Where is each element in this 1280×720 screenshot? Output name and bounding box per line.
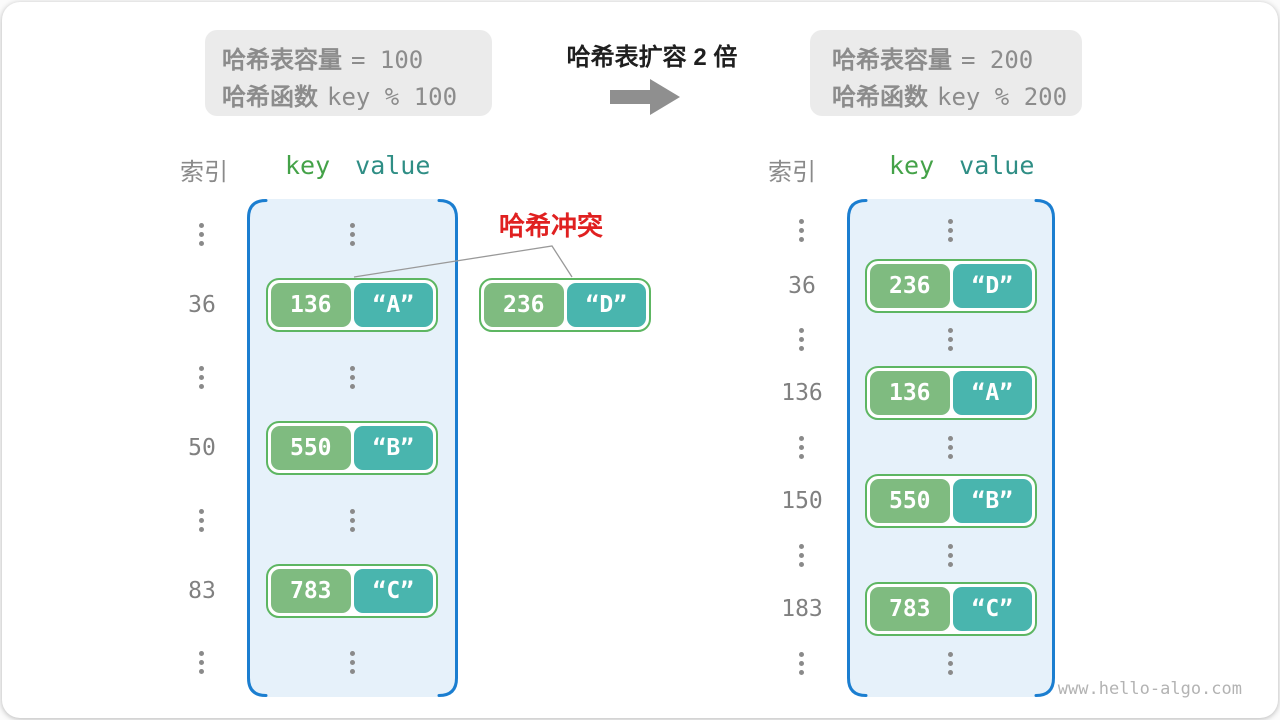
before-capacity-box: 哈希表容量 = 100 哈希函数 key % 100 (205, 30, 492, 116)
index-header: 索引 (180, 159, 228, 186)
vertical-ellipsis-icon (948, 219, 953, 242)
vertical-ellipsis-icon (948, 328, 953, 351)
watermark: www.hello-algo.com (1057, 679, 1242, 699)
capacity-line: 哈希表容量 = 200 (832, 42, 1082, 79)
vertical-ellipsis-icon (948, 436, 953, 459)
vertical-ellipsis-icon (350, 366, 355, 389)
bucket-pair: 136 “A” (865, 366, 1037, 420)
vertical-ellipsis-icon (350, 509, 355, 532)
left-hash-table-border (247, 199, 458, 697)
key-box: 783 (870, 587, 950, 631)
key-box: 783 (271, 569, 351, 613)
value-header: value (355, 151, 431, 180)
vertical-ellipsis-icon (948, 544, 953, 567)
bucket-pair: 783 “C” (865, 582, 1037, 636)
vertical-ellipsis-icon (199, 366, 204, 389)
value-box: “B” (952, 479, 1032, 523)
value-box: “D” (566, 283, 646, 327)
key-box: 236 (484, 283, 564, 327)
right-arrow-icon (610, 79, 680, 115)
collision-label: 哈希冲突 (498, 211, 603, 241)
index-header: 索引 (768, 159, 816, 186)
key-header: key (889, 151, 935, 180)
capacity-label: 哈希表容量 (222, 47, 342, 74)
key-value-header: key value (889, 151, 1034, 180)
expand-title: 哈希表扩容 2 倍 (566, 44, 738, 71)
index-label: 50 (188, 435, 216, 461)
index-label: 36 (188, 292, 216, 318)
vertical-ellipsis-icon (799, 328, 804, 351)
hash-function-line: 哈希函数 key % 200 (832, 79, 1082, 116)
value-box: “C” (952, 587, 1032, 631)
key-box: 236 (870, 264, 950, 308)
vertical-ellipsis-icon (199, 509, 204, 532)
vertical-ellipsis-icon (799, 652, 804, 675)
value-box: “A” (353, 283, 433, 327)
hash-function-label: 哈希函数 (832, 84, 928, 111)
after-capacity-box: 哈希表容量 = 200 哈希函数 key % 200 (810, 30, 1082, 116)
key-header: key (285, 151, 331, 180)
hash-function-value: key % 200 (937, 83, 1068, 111)
capacity-value: = 200 (961, 46, 1034, 74)
value-header: value (959, 151, 1035, 180)
value-box: “A” (952, 371, 1032, 415)
index-label: 136 (781, 380, 823, 406)
bucket-pair: 136 “A” (266, 278, 438, 332)
key-value-header: key value (285, 151, 430, 180)
key-box: 550 (271, 426, 351, 470)
bucket-pair: 550 “B” (865, 474, 1037, 528)
hash-function-value: key % 100 (327, 83, 458, 111)
capacity-line: 哈希表容量 = 100 (222, 42, 492, 79)
vertical-ellipsis-icon (350, 223, 355, 246)
capacity-value: = 100 (351, 46, 424, 74)
vertical-ellipsis-icon (799, 544, 804, 567)
vertical-ellipsis-icon (948, 652, 953, 675)
index-label: 150 (781, 488, 823, 514)
key-box: 136 (870, 371, 950, 415)
vertical-ellipsis-icon (199, 223, 204, 246)
vertical-ellipsis-icon (350, 651, 355, 674)
hash-function-line: 哈希函数 key % 100 (222, 79, 492, 116)
key-box: 550 (870, 479, 950, 523)
collision-connector-lines (353, 245, 573, 278)
colliding-bucket-pair: 236 “D” (479, 278, 651, 332)
bucket-pair: 550 “B” (266, 421, 438, 475)
vertical-ellipsis-icon (799, 436, 804, 459)
right-hash-table-border (847, 199, 1055, 697)
bucket-pair: 236 “D” (865, 259, 1037, 313)
bucket-pair: 783 “C” (266, 564, 438, 618)
vertical-ellipsis-icon (799, 219, 804, 242)
key-box: 136 (271, 283, 351, 327)
value-box: “C” (353, 569, 433, 613)
index-label: 83 (188, 578, 216, 604)
value-box: “B” (353, 426, 433, 470)
vertical-ellipsis-icon (199, 651, 204, 674)
index-label: 36 (788, 273, 816, 299)
hash-function-label: 哈希函数 (222, 84, 318, 111)
value-box: “D” (952, 264, 1032, 308)
index-label: 183 (781, 596, 823, 622)
capacity-label: 哈希表容量 (832, 47, 952, 74)
